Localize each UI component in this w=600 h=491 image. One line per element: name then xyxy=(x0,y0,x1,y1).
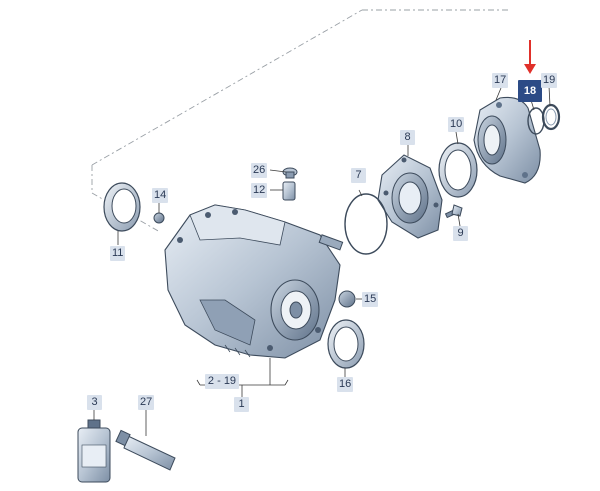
part-large-o-ring xyxy=(344,193,388,255)
callout-27[interactable]: 27 xyxy=(138,395,155,410)
callout-15[interactable]: 15 xyxy=(362,292,379,307)
part-right-seal-ring xyxy=(327,319,365,369)
callout-1[interactable]: 1 xyxy=(234,397,249,412)
part-oil-bottle xyxy=(77,419,111,483)
callout-18-selected[interactable]: 18 xyxy=(518,80,542,102)
callout-9[interactable]: 9 xyxy=(453,226,468,241)
part-left-seal-ring xyxy=(103,182,141,232)
callout-8[interactable]: 8 xyxy=(400,130,415,145)
callout-10[interactable]: 10 xyxy=(448,117,465,132)
callout-12[interactable]: 12 xyxy=(251,183,268,198)
part-flange xyxy=(473,96,541,184)
callout-16[interactable]: 16 xyxy=(337,377,354,392)
part-cover-plate xyxy=(377,154,443,239)
callout-26[interactable]: 26 xyxy=(251,163,268,178)
red-arrow-icon xyxy=(524,40,536,74)
callout-3[interactable]: 3 xyxy=(87,395,102,410)
callout-11[interactable]: 11 xyxy=(110,246,126,261)
part-cap xyxy=(338,290,356,308)
leader-lines xyxy=(93,85,551,436)
callout-14[interactable]: 14 xyxy=(152,188,169,203)
part-small-seal-ring xyxy=(541,103,561,131)
callout-7[interactable]: 7 xyxy=(351,168,366,183)
callout-19[interactable]: 19 xyxy=(541,73,558,88)
part-gearbox-housing xyxy=(164,204,344,359)
assembly-dashed-line xyxy=(91,9,510,233)
part-bolt xyxy=(444,204,463,219)
part-plug-cap xyxy=(282,167,298,179)
callout-17[interactable]: 17 xyxy=(492,73,509,88)
callout-2-19[interactable]: 2 - 19 xyxy=(205,374,239,389)
part-sleeve xyxy=(282,181,296,201)
part-sealant-tube xyxy=(115,429,176,471)
